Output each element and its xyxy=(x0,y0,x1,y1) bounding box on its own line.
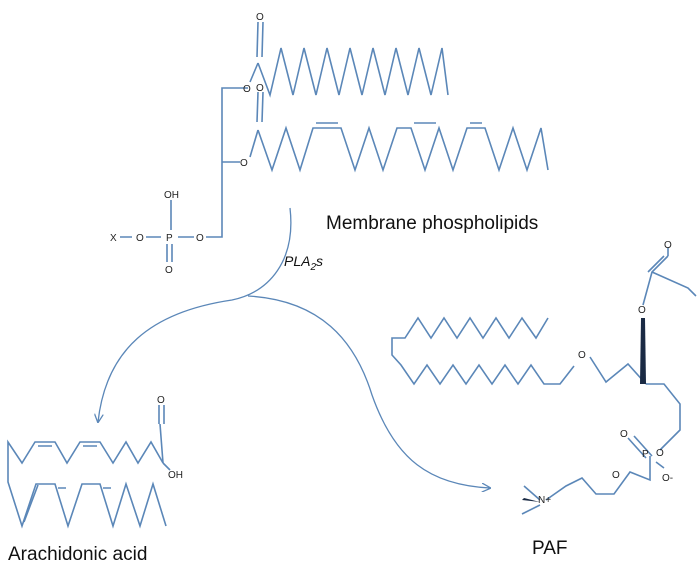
paf-alkyl-chain xyxy=(391,316,575,386)
paf-phosphate-anion: O- xyxy=(662,473,673,484)
arachidonic-acid-label: Arachidonic acid xyxy=(8,544,147,565)
sn2-carbonyl xyxy=(256,91,264,123)
paf-label: PAF xyxy=(532,538,568,559)
sn1-saturated-chain xyxy=(257,47,449,98)
paf-acetyl-methyl xyxy=(651,271,697,297)
head-group-x: X xyxy=(110,233,117,244)
paf-phosphate-ominus-bond xyxy=(655,461,665,469)
paf-phosphorus-atom: P xyxy=(642,449,649,460)
sn1-ester-oxygen: O xyxy=(243,84,251,95)
arrow-to-arachidonic-acid xyxy=(98,207,292,422)
sn2-carbonyl-oxygen: O xyxy=(256,83,264,94)
phospholipid-structure xyxy=(120,21,549,262)
paf-carbonyl-oxygen: O xyxy=(664,240,672,251)
phosphate-oxo-bond xyxy=(166,244,173,262)
phosphorus-atom: P xyxy=(166,233,173,244)
paf-phosphate-oxo xyxy=(627,435,653,459)
paf-structure xyxy=(391,248,697,515)
sn1-carbonyl-oxygen: O xyxy=(256,12,264,23)
paf-phosphate-oxo-oxygen: O xyxy=(620,429,628,440)
paf-choline-oxygen: O xyxy=(612,470,620,481)
carboxyl-oxygen: O xyxy=(157,395,165,406)
phosphate-bridge-oxygen: O xyxy=(196,233,204,244)
pla2s-enzyme-label: PLA2s xyxy=(284,253,323,273)
paf-acetyl xyxy=(642,255,669,306)
paf-ether-oxygen: O xyxy=(578,350,586,361)
arrow-to-paf xyxy=(247,295,490,488)
pla2-reaction-arrows xyxy=(98,207,490,488)
paf-phosphocholine-chain xyxy=(545,456,651,501)
sn2-ester-oxygen: O xyxy=(240,158,248,169)
sn1-ester-bond xyxy=(249,62,259,83)
arachidonic-hydroxyl-bond xyxy=(162,462,171,471)
membrane-phospholipids-label: Membrane phospholipids xyxy=(326,213,538,234)
arachidonic-carboxyl xyxy=(158,405,165,464)
paf-phosphate-bridge-oxygen: O xyxy=(656,448,664,459)
paf-n-methyl-wedge xyxy=(522,498,540,502)
phosphate-oxo-oxygen: O xyxy=(165,265,173,276)
paf-acetate-oxygen: O xyxy=(638,305,646,316)
paf-n-methyls xyxy=(521,485,541,515)
arachidonic-double-bonds xyxy=(23,445,111,523)
paf-ammonium-nitrogen: N+ xyxy=(538,495,551,506)
sn1-carbonyl xyxy=(256,21,264,58)
carboxyl-hydroxyl: OH xyxy=(168,470,183,481)
sn2-unsaturated-chain xyxy=(257,125,549,173)
sn2-ester-bond xyxy=(249,129,259,158)
paf-glycerol-3 xyxy=(646,383,681,451)
arachidonic-acid-structure xyxy=(7,405,171,529)
paf-glycerol-1 xyxy=(589,356,647,385)
phosphate-x-oxygen: O xyxy=(136,233,144,244)
paf-wedge-bond xyxy=(640,318,646,384)
arachidonic-chain xyxy=(7,439,167,529)
phosphate-hydroxyl: OH xyxy=(164,190,179,201)
